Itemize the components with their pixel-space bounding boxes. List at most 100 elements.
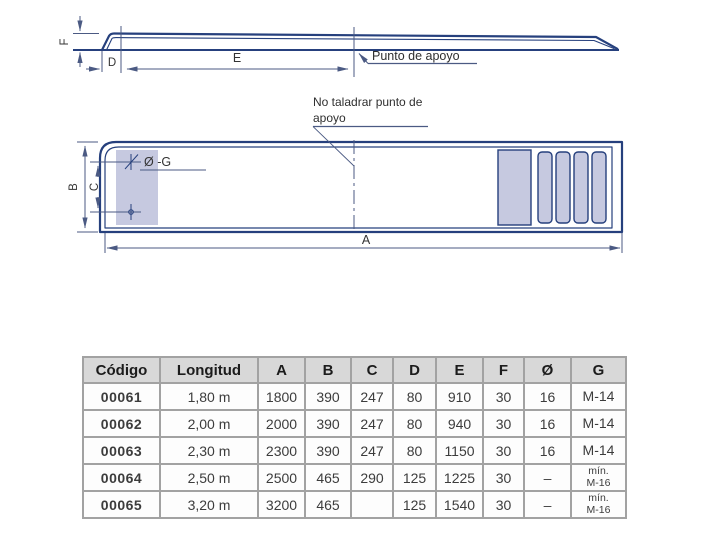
- header-a: A: [257, 356, 306, 384]
- side-view-drawing: F D E Punto de apoyo: [59, 16, 619, 77]
- table-row: 00061 1,80 m 1800 390 247 80 910 30 16 M…: [82, 382, 627, 411]
- table-row: 00064 2,50 m 2500 465 290 125 1225 30 – …: [82, 463, 627, 492]
- label-a: A: [362, 233, 371, 247]
- grip-slot: [591, 151, 607, 224]
- plate-outline: [98, 140, 624, 234]
- left-plate-area: [116, 150, 158, 225]
- cell-b: 390: [304, 409, 352, 438]
- g-line: mín.: [588, 492, 609, 505]
- hole-marker-bottom: [90, 204, 141, 220]
- g-line: M-14: [582, 388, 615, 405]
- hole-marker-top: [90, 154, 141, 170]
- grip-slot: [555, 151, 571, 224]
- table-row: 00065 3,20 m 3200 465 125 1540 30 – mín.…: [82, 490, 627, 519]
- g-line: M-16: [586, 476, 611, 489]
- cell-codigo: 00061: [82, 382, 161, 411]
- label-c: C: [89, 183, 101, 191]
- cell-f: 30: [482, 490, 525, 519]
- cell-f: 30: [482, 409, 525, 438]
- cell-longitud: 3,20 m: [159, 490, 259, 519]
- cell-codigo: 00063: [82, 436, 161, 465]
- cell-d: 80: [392, 382, 437, 411]
- grip-slot: [573, 151, 589, 224]
- header-g: G: [570, 356, 627, 384]
- g-line: mín.: [588, 465, 609, 478]
- header-b: B: [304, 356, 352, 384]
- cell-longitud: 2,00 m: [159, 409, 259, 438]
- cell-c: 247: [350, 382, 394, 411]
- cell-diam: 16: [523, 382, 572, 411]
- cell-d: 125: [392, 463, 437, 492]
- label-e: E: [233, 51, 241, 65]
- cell-f: 30: [482, 436, 525, 465]
- cell-a: 2500: [257, 463, 306, 492]
- cell-b: 390: [304, 382, 352, 411]
- note-line1: No taladrar punto de: [313, 95, 423, 109]
- top-view-drawing: Ø -G B C No taladrar punto de apoyo: [68, 95, 624, 253]
- cell-d: 80: [392, 409, 437, 438]
- header-longitud: Longitud: [159, 356, 259, 384]
- support-point-callout: Punto de apoyo: [358, 49, 477, 65]
- header-c: C: [350, 356, 394, 384]
- g-line: M-14: [582, 415, 615, 432]
- cell-d: 125: [392, 490, 437, 519]
- ramp-side-profile: [73, 32, 619, 51]
- cell-a: 1800: [257, 382, 306, 411]
- extension-lines: [73, 26, 355, 77]
- grip-slots: [497, 149, 607, 226]
- cell-longitud: 2,50 m: [159, 463, 259, 492]
- cell-g: M-14: [570, 409, 627, 438]
- g-line: M-14: [582, 442, 615, 459]
- header-codigo: Código: [82, 356, 161, 384]
- grip-slot: [537, 151, 553, 224]
- cell-codigo: 00062: [82, 409, 161, 438]
- cell-g: M-14: [570, 382, 627, 411]
- support-label: Punto de apoyo: [372, 49, 460, 63]
- cell-c: 247: [350, 436, 394, 465]
- cell-diam: –: [523, 463, 572, 492]
- hole-label: Ø -G: [144, 155, 171, 169]
- header-f: F: [482, 356, 525, 384]
- cell-e: 1150: [435, 436, 484, 465]
- no-drill-note: No taladrar punto de apoyo: [312, 95, 428, 167]
- cell-e: 1540: [435, 490, 484, 519]
- cell-d: 80: [392, 436, 437, 465]
- cell-longitud: 1,80 m: [159, 382, 259, 411]
- cell-b: 465: [304, 463, 352, 492]
- table-header-row: Código Longitud A B C D E F Ø G: [82, 356, 627, 384]
- cell-e: 940: [435, 409, 484, 438]
- cell-diam: 16: [523, 409, 572, 438]
- g-line: M-16: [586, 503, 611, 516]
- cell-codigo: 00065: [82, 490, 161, 519]
- label-d: D: [108, 57, 116, 69]
- cell-a: 2300: [257, 436, 306, 465]
- cell-f: 30: [482, 463, 525, 492]
- cell-diam: 16: [523, 436, 572, 465]
- grip-plate: [497, 149, 532, 226]
- cell-e: 1225: [435, 463, 484, 492]
- cell-e: 910: [435, 382, 484, 411]
- cell-f: 30: [482, 382, 525, 411]
- table-row: 00062 2,00 m 2000 390 247 80 940 30 16 M…: [82, 409, 627, 438]
- dimension-b: [77, 141, 98, 233]
- cell-a: 2000: [257, 409, 306, 438]
- cell-c: [350, 490, 394, 519]
- spec-table: Código Longitud A B C D E F Ø G 00061 1,…: [82, 356, 627, 519]
- cell-longitud: 2,30 m: [159, 436, 259, 465]
- cell-diam: –: [523, 490, 572, 519]
- label-b: B: [68, 183, 80, 191]
- cell-g: M-14: [570, 436, 627, 465]
- cell-b: 465: [304, 490, 352, 519]
- header-d: D: [392, 356, 437, 384]
- cell-g: mín.M-16: [570, 490, 627, 519]
- cell-codigo: 00064: [82, 463, 161, 492]
- cell-a: 3200: [257, 490, 306, 519]
- cell-c: 290: [350, 463, 394, 492]
- header-diam: Ø: [523, 356, 572, 384]
- label-f: F: [59, 38, 71, 45]
- table-row: 00063 2,30 m 2300 390 247 80 1150 30 16 …: [82, 436, 627, 465]
- dimension-a: [104, 233, 623, 253]
- header-e: E: [435, 356, 484, 384]
- cell-g: mín.M-16: [570, 463, 627, 492]
